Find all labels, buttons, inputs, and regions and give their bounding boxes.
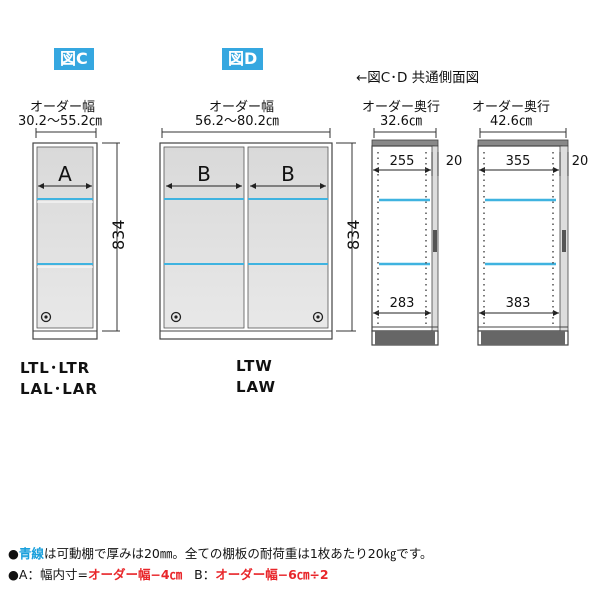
- note-blue-line: 青線: [18, 546, 44, 561]
- side-view-title: ←図C･D 共通側面図: [356, 70, 480, 86]
- side-b-back: 20: [572, 154, 589, 169]
- side-b-shelf-bottom: 383: [506, 296, 531, 311]
- bullet: ●: [8, 567, 19, 582]
- figure-d-tag: 図D: [222, 48, 264, 70]
- note-line-1-text: は可動棚で厚みは20㎜。全ての棚板の耐荷重は1枚あたり20㎏です。: [43, 546, 433, 561]
- side-a-depth-label: オーダー奥行: [362, 100, 441, 115]
- side-a-shelf-bottom: 283: [390, 296, 415, 311]
- side-view-a: [371, 128, 439, 346]
- side-a-shelf-top: 255: [390, 154, 415, 169]
- note-b-label: B：: [194, 567, 216, 582]
- side-view-b: [477, 128, 569, 346]
- side-b-depth: 42.6㎝: [490, 114, 532, 129]
- fig-d-width-label: オーダー幅: [209, 100, 275, 115]
- side-b-depth-label: オーダー奥行: [472, 100, 551, 115]
- note-a-label: A：幅内寸=: [18, 567, 88, 582]
- figure-c-tag: 図C: [54, 48, 94, 70]
- fig-c-width-label: オーダー幅: [30, 100, 96, 115]
- note-line-1: ●青線は可動棚で厚みは20㎜。全ての棚板の耐荷重は1枚あたり20㎏です。: [8, 543, 432, 562]
- fig-c-width-range: 30.2～55.2㎝: [18, 114, 102, 129]
- fig-d-cabinet: [159, 128, 356, 340]
- fig-c-model-1: LTL･LTR: [20, 359, 91, 377]
- side-a-depth: 32.6㎝: [380, 114, 422, 129]
- fig-d-panel-left-letter: B: [197, 162, 211, 186]
- fig-d-model-2: LAW: [236, 378, 277, 396]
- note-b-formula: オーダー幅−6㎝÷2: [215, 567, 329, 582]
- note-a-formula: オーダー幅−4㎝: [87, 567, 183, 582]
- fig-d-model-1: LTW: [236, 357, 273, 375]
- fig-d-height-label: 834: [344, 219, 363, 250]
- fig-c-cabinet: [32, 128, 120, 340]
- side-b-shelf-top: 355: [506, 154, 531, 169]
- fig-d-panel-right-letter: B: [281, 162, 295, 186]
- note-line-2: ●A：幅内寸=オーダー幅−4㎝ B：オーダー幅−6㎝÷2: [8, 564, 329, 583]
- fig-c-panel-letter: A: [58, 162, 72, 186]
- fig-c-model-2: LAL･LAR: [20, 380, 98, 398]
- fig-c-height-label: 834: [109, 219, 128, 250]
- fig-d-width-range: 56.2～80.2㎝: [195, 114, 279, 129]
- side-a-back: 20: [446, 154, 463, 169]
- bullet: ●: [8, 546, 19, 561]
